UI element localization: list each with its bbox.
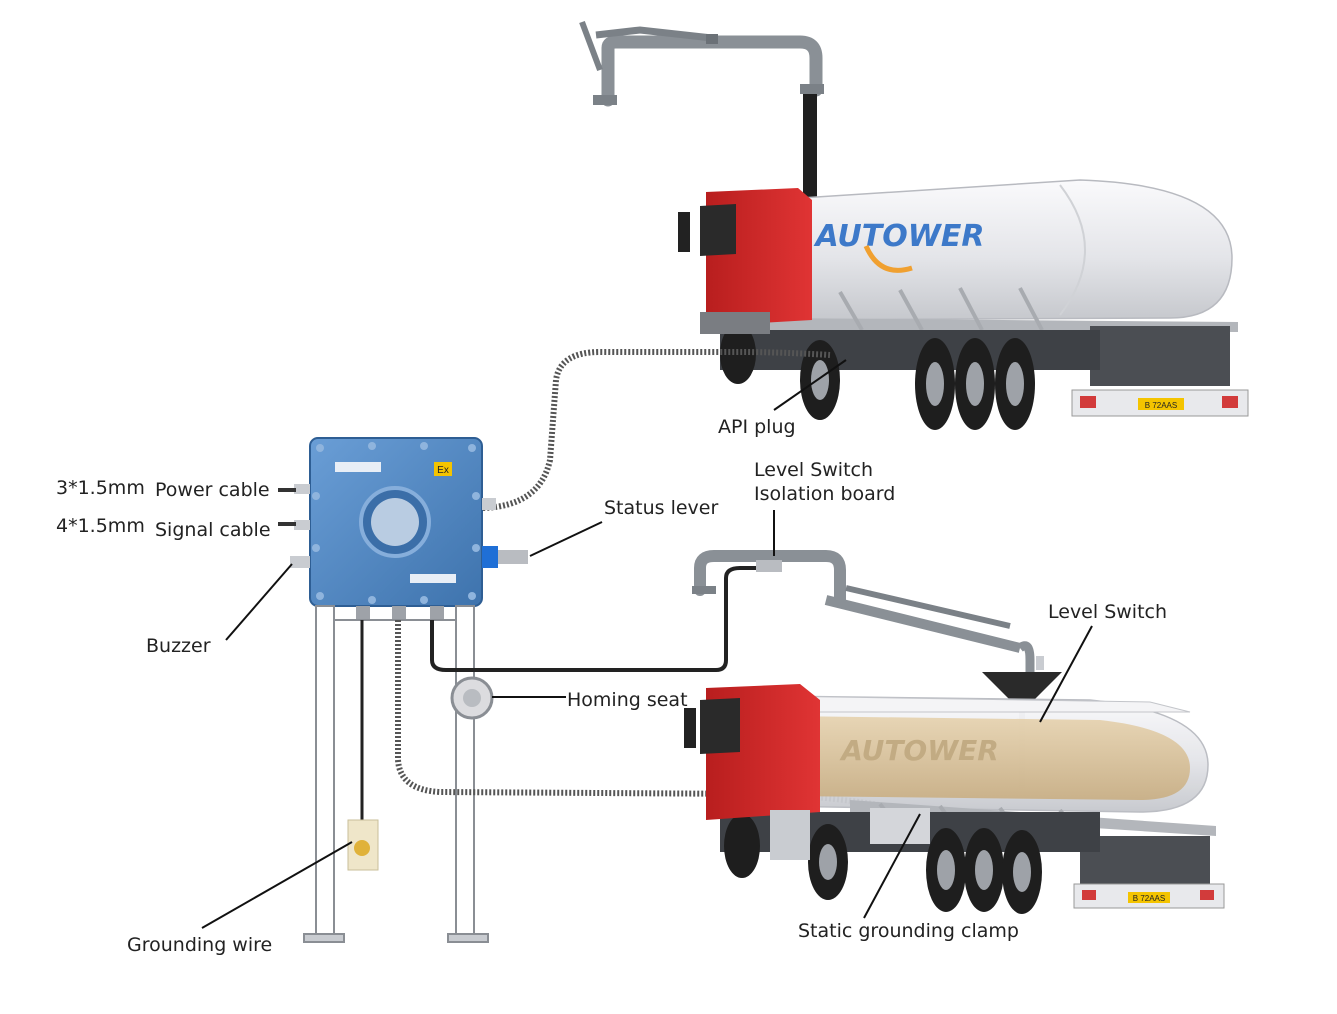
status-lever-label: Status lever bbox=[604, 497, 719, 519]
isolation-board-label-line2: Isolation board bbox=[754, 483, 896, 505]
top-tanker-brand: AUTOWER bbox=[814, 219, 985, 254]
static-grounding-clamp-label: Static grounding clamp bbox=[798, 920, 1019, 942]
power-cable-label: Power cable bbox=[155, 479, 270, 501]
signal-cable-to-isolation-board bbox=[430, 566, 770, 672]
homing-seat-device bbox=[450, 676, 494, 720]
top-tanker-truck: B 72AAS AUTOWER bbox=[678, 179, 1249, 430]
signal-cable-label: Signal cable bbox=[155, 519, 271, 541]
power-cable-size-label: 3*1.5mm bbox=[56, 477, 145, 499]
callout-leader-lines bbox=[201, 359, 1093, 929]
static-grounding-clamp-device bbox=[870, 808, 930, 844]
isolation-board bbox=[756, 560, 782, 572]
signal-cable-size-label: 4*1.5mm bbox=[56, 515, 145, 537]
level-switch-board-label-line1: Level Switch bbox=[754, 459, 874, 481]
ex-mark: Ex bbox=[437, 465, 449, 476]
explosion-proof-control-box: Ex bbox=[290, 437, 528, 620]
level-switch-label: Level Switch bbox=[1048, 601, 1168, 623]
buzzer-device bbox=[290, 556, 310, 568]
buzzer-label: Buzzer bbox=[146, 635, 211, 657]
level-switch-device bbox=[1036, 656, 1044, 670]
homing-seat-label: Homing seat bbox=[567, 689, 688, 711]
top-license-plate: B 72AAS bbox=[1145, 401, 1177, 410]
bottom-tanker-truck: B 72AAS AUTOWER bbox=[684, 684, 1225, 914]
loading-cone bbox=[982, 672, 1062, 700]
grounding-wire-label: Grounding wire bbox=[127, 934, 273, 956]
bottom-tanker-brand: AUTOWER bbox=[839, 734, 999, 767]
bottom-license-plate: B 72AAS bbox=[1133, 894, 1165, 903]
api-plug-label: API plug bbox=[718, 416, 796, 438]
status-lever-device bbox=[498, 550, 528, 564]
